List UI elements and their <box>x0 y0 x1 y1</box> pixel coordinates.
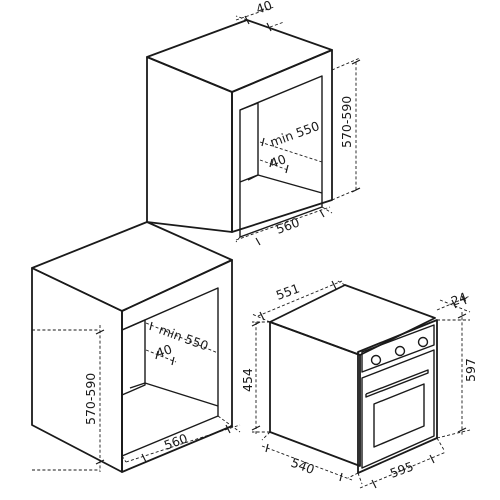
lower-height-label: 570-590 <box>83 373 98 425</box>
lower-niche-floor <box>129 382 219 407</box>
oven-knob-right-icon <box>417 336 429 348</box>
lower-niche-opening <box>121 287 219 457</box>
oven-door <box>361 349 435 469</box>
dimension-lines <box>32 6 471 489</box>
upper-min-depth-label: min 550 <box>268 118 321 150</box>
lower-niche-inner-edge <box>121 319 146 396</box>
oven-body-width-label: 540 <box>289 455 317 477</box>
oven-body-height-label: 454 <box>240 368 255 392</box>
upper-cabinet-top <box>146 19 333 93</box>
oven-side <box>269 321 361 467</box>
upper-height-label: 570-590 <box>339 96 354 148</box>
oven-control-panel <box>361 324 435 373</box>
oven-window <box>373 383 425 448</box>
upper-inner-offset-label: 40 <box>268 151 288 171</box>
oven-door-handle <box>365 369 429 398</box>
oven-knob-middle-icon <box>394 345 406 357</box>
upper-niche-inner-edge <box>239 102 259 183</box>
lower-cabinet-top <box>31 221 233 312</box>
lower-cabinet-front <box>31 267 123 473</box>
upper-niche-floor <box>247 174 323 194</box>
upper-top-depth-label: 40 <box>254 0 274 17</box>
lower-width-label: 560 <box>162 431 190 453</box>
oven-knob-left-icon <box>370 354 382 366</box>
lower-inner-offset-label: 40 <box>154 341 174 361</box>
oven <box>269 284 438 474</box>
oven-front-height-label: 597 <box>463 358 478 382</box>
upper-cabinet-front <box>146 56 233 233</box>
oven-panel-depth-label: 24 <box>449 289 469 309</box>
oven-front-width-label: 595 <box>388 459 416 481</box>
